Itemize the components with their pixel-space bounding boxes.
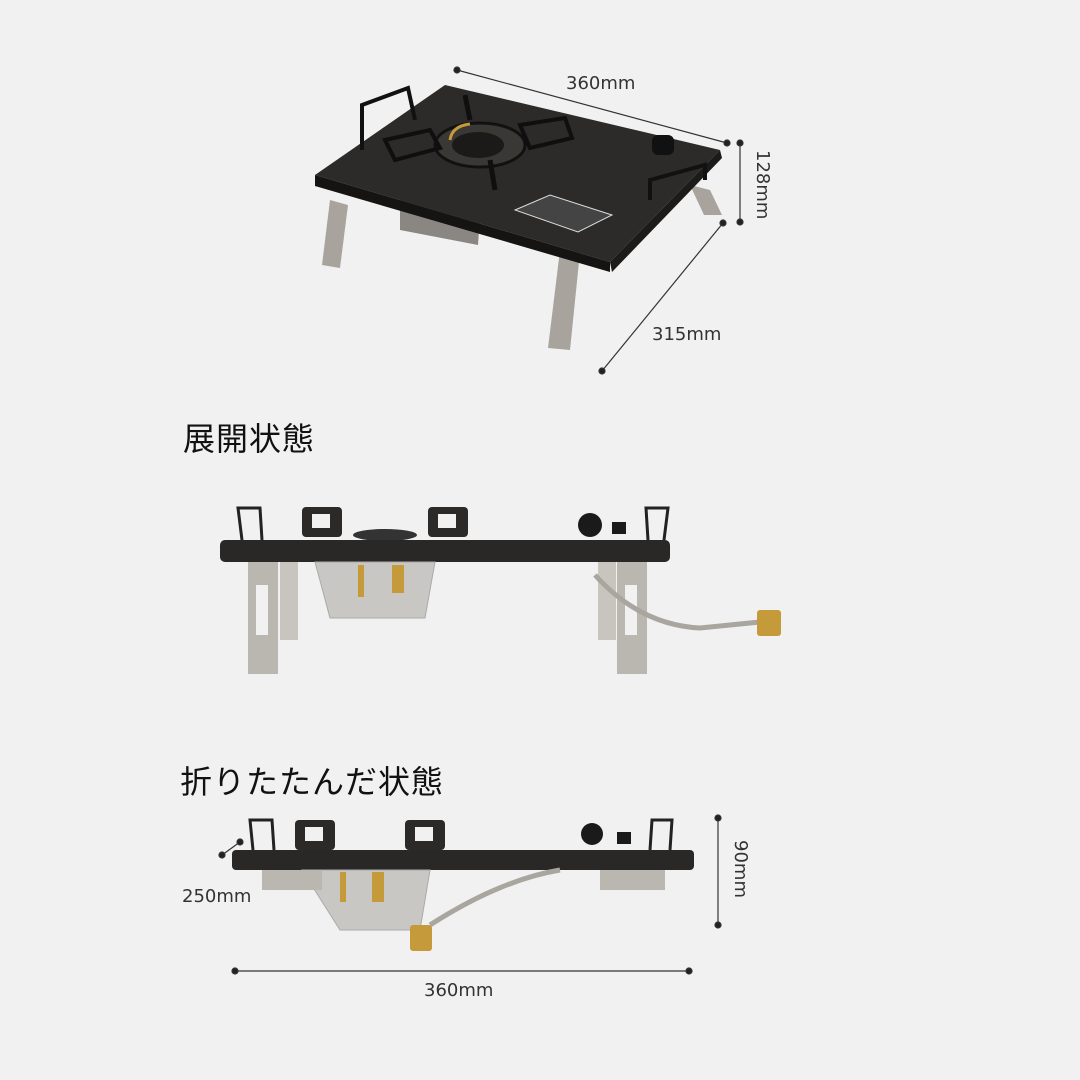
stove-open-side <box>220 506 781 674</box>
dimension-lines-folded <box>218 814 722 975</box>
folded-height-label: 90mm <box>730 840 751 898</box>
open-state-title: 展開状態 <box>183 420 316 458</box>
folded-width-label: 360mm <box>424 980 494 1001</box>
depth-dimension-label: 315mm <box>652 324 722 345</box>
folded-depth-label: 250mm <box>182 886 252 907</box>
stove-perspective <box>315 85 722 350</box>
dimension-lines-top <box>453 66 744 375</box>
folded-state-title: 折りたたんだ状態 <box>180 763 445 801</box>
stove-folded-side <box>232 818 694 951</box>
width-dimension-label: 360mm <box>566 73 636 94</box>
height-dimension-label: 128mm <box>752 150 773 220</box>
